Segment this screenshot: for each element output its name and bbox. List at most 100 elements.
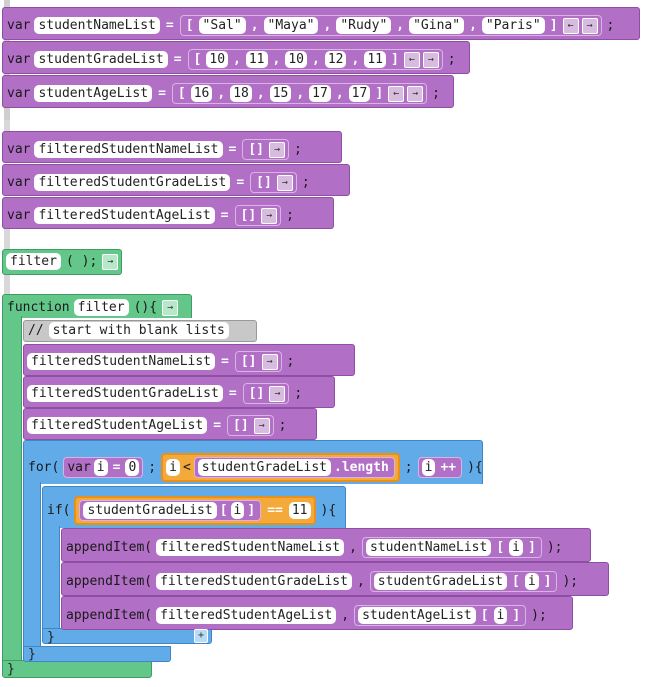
compare-value[interactable]: 11	[288, 502, 311, 519]
remove-item-arrow-icon[interactable]: ←	[562, 17, 579, 34]
append-target[interactable]: filteredStudentGradeList	[156, 573, 352, 590]
add-item-arrow-icon[interactable]: →	[261, 207, 278, 224]
variable-name[interactable]: studentGradeList	[34, 51, 168, 68]
semicolon: ;	[278, 418, 287, 433]
remove-item-arrow-icon[interactable]: ←	[388, 85, 405, 102]
append-keyword: appendItem(	[66, 574, 153, 589]
loop-variable[interactable]: i	[524, 573, 539, 590]
empty-array-literal[interactable]: [] →	[242, 139, 289, 160]
variable-name[interactable]: filteredStudentGradeList	[27, 385, 223, 402]
loop-increment[interactable]: i++	[417, 457, 463, 478]
add-param-arrow-icon[interactable]: →	[162, 299, 179, 316]
empty-array-literal[interactable]: [] →	[250, 172, 297, 193]
add-param-arrow-icon[interactable]: →	[102, 253, 119, 270]
loop-variable[interactable]: i	[93, 459, 108, 476]
loop-variable[interactable]: i	[166, 459, 180, 476]
add-item-arrow-icon[interactable]: →	[407, 85, 424, 102]
array-item[interactable]: "Maya"	[263, 17, 319, 34]
assign-op: =	[236, 175, 245, 190]
add-item-arrow-icon[interactable]: →	[268, 141, 285, 158]
append-target[interactable]: filteredStudentAgeList	[156, 607, 337, 624]
add-item-arrow-icon[interactable]: →	[581, 17, 598, 34]
variable-name[interactable]: filteredStudentAgeList	[34, 207, 215, 224]
empty-array-literal[interactable]: [] →	[242, 383, 290, 404]
semicolon: ;	[286, 208, 294, 223]
length-expr[interactable]: studentGradeList .length	[193, 457, 395, 478]
array-item[interactable]: "Gina"	[409, 17, 465, 34]
array-item[interactable]: 10	[285, 51, 307, 68]
loop-variable[interactable]: i	[509, 539, 523, 556]
array-item[interactable]: 11	[364, 51, 386, 68]
array-item[interactable]: "Sal"	[198, 17, 246, 34]
append-row-grade: appendItem( filteredStudentGradeList , s…	[66, 571, 579, 592]
index-expr[interactable]: studentGradeList [ i ]	[79, 500, 262, 521]
loop-start-value[interactable]: 0	[125, 459, 140, 476]
function-call-name[interactable]: filter	[6, 253, 61, 270]
stack-connector	[4, 120, 10, 138]
loop-variable[interactable]: i	[421, 459, 436, 476]
append-target[interactable]: filteredStudentNameList	[156, 539, 345, 556]
variable-name[interactable]: studentNameList	[34, 17, 160, 34]
function-footer	[2, 660, 152, 678]
for-loop-footer	[23, 646, 171, 662]
function-call-row: filter ( ); →	[6, 253, 119, 270]
assign-op: =	[228, 386, 237, 401]
var-keyword: var	[67, 460, 91, 475]
loop-init[interactable]: var i=0	[63, 457, 144, 478]
add-else-plus-icon[interactable]: +	[194, 629, 208, 643]
empty-array-literal[interactable]: [] →	[234, 205, 282, 226]
array-item[interactable]: 18	[230, 85, 252, 102]
array-item[interactable]: "Rudy"	[336, 17, 392, 34]
array-item[interactable]: 10	[206, 51, 229, 68]
array-item[interactable]: "Paris"	[481, 17, 545, 34]
append-row-age: appendItem( filteredStudentAgeList , stu…	[66, 605, 548, 626]
length-prop: .length	[334, 460, 389, 475]
function-close-brace: }	[7, 662, 15, 677]
array-literal[interactable]: [ 16, 18, 15, 17, 17 ] ← →	[171, 83, 428, 104]
grade-list-ref[interactable]: studentGradeList	[197, 459, 331, 476]
empty-array-literal[interactable]: [] →	[227, 415, 274, 436]
function-header-row: function filter (){ →	[7, 299, 179, 316]
variable-name[interactable]: studentAgeList	[34, 85, 153, 102]
add-item-arrow-icon[interactable]: →	[276, 174, 293, 191]
add-item-arrow-icon[interactable]: →	[422, 51, 439, 68]
if-condition[interactable]: studentGradeList [ i ] == 11	[74, 496, 316, 525]
loop-variable[interactable]: i	[230, 502, 245, 519]
array-item[interactable]: 17	[309, 85, 331, 102]
add-item-arrow-icon[interactable]: →	[253, 417, 270, 434]
assign-row-filteredStudentNameList: filteredStudentNameList = [] → ;	[27, 351, 295, 372]
if-keyword: if(	[47, 503, 71, 518]
variable-name[interactable]: filteredStudentAgeList	[27, 417, 208, 434]
append-source[interactable]: studentNameList [ i ]	[361, 537, 542, 558]
remove-item-arrow-icon[interactable]: ←	[403, 51, 420, 68]
loop-variable[interactable]: i	[493, 607, 508, 624]
array-literal[interactable]: [ 10, 11, 10, 12, 11 ] ← →	[187, 49, 443, 70]
array-item[interactable]: 12	[324, 51, 347, 68]
append-source[interactable]: studentGradeList [ i ]	[369, 571, 558, 592]
variable-name[interactable]: filteredStudentNameList	[27, 353, 216, 370]
add-item-arrow-icon[interactable]: →	[269, 385, 286, 402]
semicolon: ;	[447, 52, 456, 67]
array-literal[interactable]: [ "Sal", "Maya", "Rudy", "Gina", "Paris"…	[179, 15, 602, 36]
for-close-brace: }	[28, 647, 36, 662]
loop-condition[interactable]: i < studentGradeList .length	[161, 453, 400, 482]
array-item[interactable]: 16	[190, 85, 213, 102]
source-list[interactable]: studentNameList	[365, 539, 492, 556]
function-name[interactable]: filter	[73, 299, 129, 316]
source-list[interactable]: studentGradeList	[373, 573, 507, 590]
comment-text[interactable]: start with blank lists	[48, 322, 229, 339]
array-item[interactable]: 11	[245, 51, 268, 68]
append-source[interactable]: studentAgeList [ i ]	[354, 605, 527, 626]
comment-row: // start with blank lists	[27, 322, 229, 339]
empty-array-literal[interactable]: [] →	[234, 351, 282, 372]
add-item-arrow-icon[interactable]: →	[261, 353, 278, 370]
source-list[interactable]: studentAgeList	[358, 607, 476, 624]
var-row-studentNameList: var studentNameList = [ "Sal", "Maya", "…	[7, 15, 615, 36]
stack-connector	[4, 225, 10, 255]
var-keyword: var	[7, 208, 31, 223]
variable-name[interactable]: filteredStudentGradeList	[34, 174, 231, 191]
variable-name[interactable]: filteredStudentNameList	[34, 141, 223, 158]
array-item[interactable]: 15	[269, 85, 292, 102]
array-item[interactable]: 17	[348, 85, 371, 102]
grade-list-ref[interactable]: studentGradeList	[83, 502, 217, 519]
